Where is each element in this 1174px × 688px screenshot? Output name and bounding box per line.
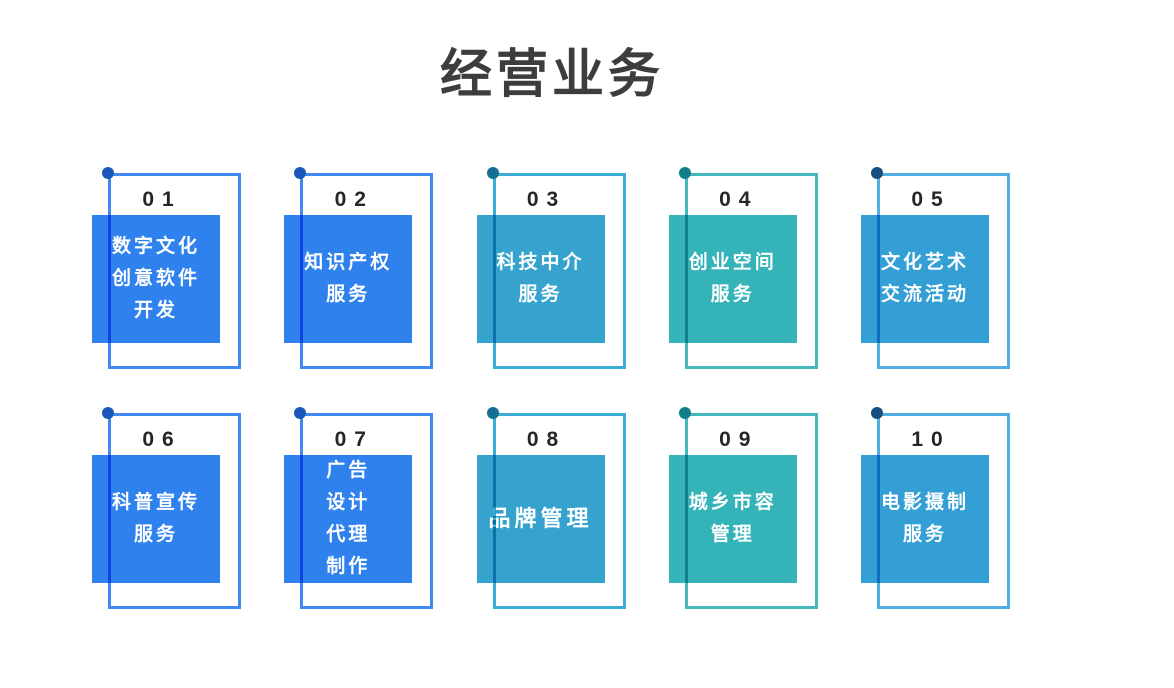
card-fill-square: 广告设计代理制作 — [284, 455, 413, 583]
card-fill-square: 文化艺术交流活动 — [861, 215, 989, 343]
card-outline-frame — [684, 173, 818, 369]
card-label-line: 开发 — [133, 300, 178, 321]
card-label-line: 服务 — [518, 284, 563, 305]
card-fill-square: 知识产权服务 — [284, 215, 413, 343]
card-label-line: 文化艺术 — [880, 252, 969, 273]
card-row-1: 01 数字文化创意软件开发 02 知识产权服务 03 科技中介服务 04 创业空… — [92, 167, 1016, 375]
card-label: 数字文化创意软件开发 — [112, 231, 200, 327]
card-outline-frame — [877, 413, 1010, 609]
card-label-line: 数字文化 — [111, 236, 200, 257]
card-fill-square: 城乡市容管理 — [668, 455, 797, 583]
corner-dot-icon — [294, 167, 307, 179]
service-card: 02 知识产权服务 — [284, 167, 439, 375]
card-label-line: 服务 — [902, 524, 947, 545]
card-label-line: 电影摄制 — [880, 492, 969, 513]
card-label-line: 广告 — [326, 460, 371, 481]
card-label-line: 服务 — [326, 284, 371, 305]
card-label-line: 设计 — [326, 492, 371, 513]
card-label-line: 城乡市容 — [688, 492, 777, 513]
card-label: 创业空间服务 — [689, 247, 777, 311]
page-title: 经营业务 — [439, 46, 664, 104]
card-label-line: 知识产权 — [304, 252, 393, 273]
card-number: 10 — [911, 428, 951, 451]
service-card: 01 数字文化创意软件开发 — [92, 167, 247, 375]
card-label: 电影摄制服务 — [881, 487, 969, 551]
corner-dot-icon — [102, 407, 114, 419]
corner-dot-icon — [102, 167, 114, 179]
corner-dot-icon — [871, 407, 883, 419]
card-label-line: 代理 — [326, 524, 371, 545]
card-label: 科技中介服务 — [496, 247, 584, 311]
card-outline-frame — [492, 173, 626, 369]
card-number: 05 — [911, 188, 951, 211]
card-fill-square: 数字文化创意软件开发 — [92, 215, 220, 343]
card-label-line: 创意软件 — [111, 268, 200, 289]
corner-dot-icon — [486, 167, 499, 179]
card-label: 文化艺术交流活动 — [881, 247, 969, 311]
card-outline-frame — [300, 173, 434, 369]
card-outline-frame — [300, 413, 434, 609]
service-card: 10 电影摄制服务 — [861, 407, 1016, 615]
card-label-line: 交流活动 — [880, 284, 969, 305]
service-card: 08 品牌管理 — [476, 407, 632, 615]
card-outline-frame — [108, 173, 241, 369]
service-card: 06 科普宣传服务 — [92, 407, 247, 615]
card-number: 09 — [719, 428, 759, 451]
card-label: 科普宣传服务 — [112, 487, 200, 551]
card-fill-square: 科普宣传服务 — [92, 455, 220, 583]
card-label: 广告设计代理制作 — [326, 455, 370, 583]
service-card: 03 科技中介服务 — [476, 167, 632, 375]
card-number: 04 — [719, 188, 759, 211]
service-card: 07 广告设计代理制作 — [284, 407, 439, 615]
card-label-line: 科技中介 — [496, 252, 585, 273]
corner-dot-icon — [871, 167, 883, 179]
card-label: 城乡市容管理 — [689, 487, 777, 551]
corner-dot-icon — [678, 167, 691, 179]
card-number: 03 — [526, 188, 567, 211]
card-number: 01 — [142, 188, 182, 211]
card-label-line: 创业空间 — [688, 252, 777, 273]
card-label-line: 管理 — [710, 524, 755, 545]
card-label: 知识产权服务 — [304, 247, 392, 311]
card-label-line: 品牌管理 — [488, 506, 593, 531]
service-card: 09 城乡市容管理 — [668, 407, 824, 615]
card-label-line: 服务 — [710, 284, 755, 305]
card-number: 08 — [526, 428, 567, 451]
card-outline-frame — [877, 173, 1010, 369]
corner-dot-icon — [486, 407, 499, 419]
corner-dot-icon — [294, 407, 307, 419]
service-card: 04 创业空间服务 — [668, 167, 824, 375]
card-fill-square: 科技中介服务 — [476, 215, 605, 343]
card-fill-square: 品牌管理 — [476, 455, 605, 583]
card-outline-frame — [108, 413, 241, 609]
card-number: 07 — [334, 428, 374, 451]
service-card: 05 文化艺术交流活动 — [861, 167, 1016, 375]
card-fill-square: 创业空间服务 — [668, 215, 797, 343]
card-label: 品牌管理 — [488, 503, 592, 535]
card-outline-frame — [684, 413, 818, 609]
card-label-line: 科普宣传 — [111, 492, 200, 513]
corner-dot-icon — [678, 407, 691, 419]
card-row-2: 06 科普宣传服务 07 广告设计代理制作 08 品牌管理 09 城乡市容管理 … — [92, 407, 1016, 615]
card-fill-square: 电影摄制服务 — [861, 455, 989, 583]
card-number: 02 — [334, 188, 374, 211]
card-outline-frame — [492, 413, 626, 609]
card-label-line: 制作 — [326, 556, 371, 577]
card-label-line: 服务 — [133, 524, 178, 545]
card-number: 06 — [142, 428, 182, 451]
